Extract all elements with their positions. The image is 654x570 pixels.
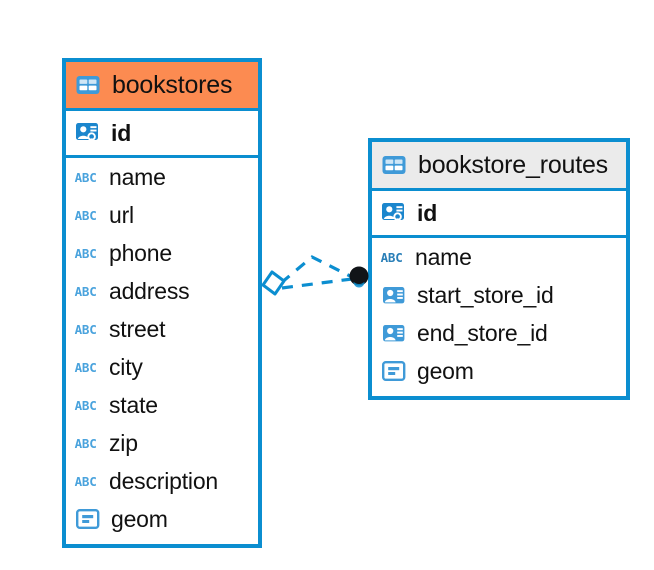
entity-header-bookstore-routes[interactable]: bookstore_routes <box>372 142 626 191</box>
entity-table-bookstores[interactable]: bookstores id <box>62 58 262 548</box>
relationship-line-end-store[interactable] <box>281 277 353 290</box>
entity-title: bookstores <box>112 70 233 99</box>
svg-text:ABC: ABC <box>75 322 97 337</box>
field-row[interactable]: ABC phone <box>66 234 258 272</box>
relationship-diamond-endpoint[interactable] <box>261 270 286 296</box>
field-label: address <box>109 277 190 304</box>
text-type-icon: ABC <box>74 205 100 225</box>
svg-text:ABC: ABC <box>75 436 97 451</box>
key-field-section: id <box>66 111 258 158</box>
field-label: zip <box>109 429 138 456</box>
field-label: street <box>109 315 166 342</box>
relationship-circle-endpoint[interactable] <box>349 266 369 288</box>
field-label: description <box>109 467 219 494</box>
geometry-type-icon <box>380 357 408 385</box>
svg-text:ABC: ABC <box>75 360 97 375</box>
field-row[interactable]: start_store_id <box>372 276 626 314</box>
primary-key-icon <box>380 199 408 227</box>
field-row[interactable]: end_store_id <box>372 314 626 352</box>
text-type-icon: ABC <box>74 319 100 339</box>
field-label: id <box>111 119 132 146</box>
text-type-icon: ABC <box>74 357 100 377</box>
field-row[interactable]: ABC address <box>66 272 258 310</box>
entity-title: bookstore_routes <box>418 150 608 179</box>
key-field-section: id <box>372 191 626 238</box>
field-row[interactable]: ABC zip <box>66 424 258 462</box>
field-label: geom <box>111 505 168 532</box>
field-section: ABC name start_store_id <box>372 238 626 390</box>
field-label: state <box>109 391 158 418</box>
svg-text:ABC: ABC <box>75 170 97 185</box>
relationship-line-start-store[interactable] <box>279 255 353 285</box>
svg-text:ABC: ABC <box>75 284 97 299</box>
field-label: geom <box>417 357 474 384</box>
field-label: url <box>109 201 134 228</box>
foreign-key-icon <box>380 281 408 309</box>
field-row[interactable]: ABC street <box>66 310 258 348</box>
field-row[interactable]: ABC url <box>66 196 258 234</box>
field-section: ABC name ABC url ABC pho <box>66 158 258 538</box>
field-label: phone <box>109 239 172 266</box>
field-label: name <box>415 243 472 270</box>
field-label: city <box>109 353 143 380</box>
text-type-icon: ABC <box>74 167 100 187</box>
field-row[interactable]: geom <box>372 352 626 390</box>
svg-text:ABC: ABC <box>381 250 403 265</box>
text-type-icon: ABC <box>380 247 406 267</box>
text-type-icon: ABC <box>74 281 100 301</box>
field-label: id <box>417 199 438 226</box>
field-row-id[interactable]: id <box>372 191 626 235</box>
primary-key-icon <box>74 119 102 147</box>
svg-text:ABC: ABC <box>75 208 97 223</box>
svg-text:ABC: ABC <box>75 398 97 413</box>
entity-header-bookstores[interactable]: bookstores <box>66 62 258 111</box>
field-row-id[interactable]: id <box>66 111 258 155</box>
field-row[interactable]: geom <box>66 500 258 538</box>
svg-text:ABC: ABC <box>75 246 97 261</box>
entity-table-bookstore-routes[interactable]: bookstore_routes <box>368 138 630 400</box>
field-label: start_store_id <box>417 281 554 308</box>
table-icon <box>380 151 408 179</box>
text-type-icon: ABC <box>74 471 100 491</box>
table-icon <box>74 71 102 99</box>
geometry-type-icon <box>74 505 102 533</box>
text-type-icon: ABC <box>74 243 100 263</box>
field-row[interactable]: ABC name <box>66 158 258 196</box>
foreign-key-icon <box>380 319 408 347</box>
text-type-icon: ABC <box>74 433 100 453</box>
field-label: name <box>109 163 166 190</box>
field-row[interactable]: ABC state <box>66 386 258 424</box>
field-row[interactable]: ABC city <box>66 348 258 386</box>
text-type-icon: ABC <box>74 395 100 415</box>
svg-text:ABC: ABC <box>75 474 97 489</box>
field-row[interactable]: ABC description <box>66 462 258 500</box>
field-row[interactable]: ABC name <box>372 238 626 276</box>
field-label: end_store_id <box>417 319 548 346</box>
